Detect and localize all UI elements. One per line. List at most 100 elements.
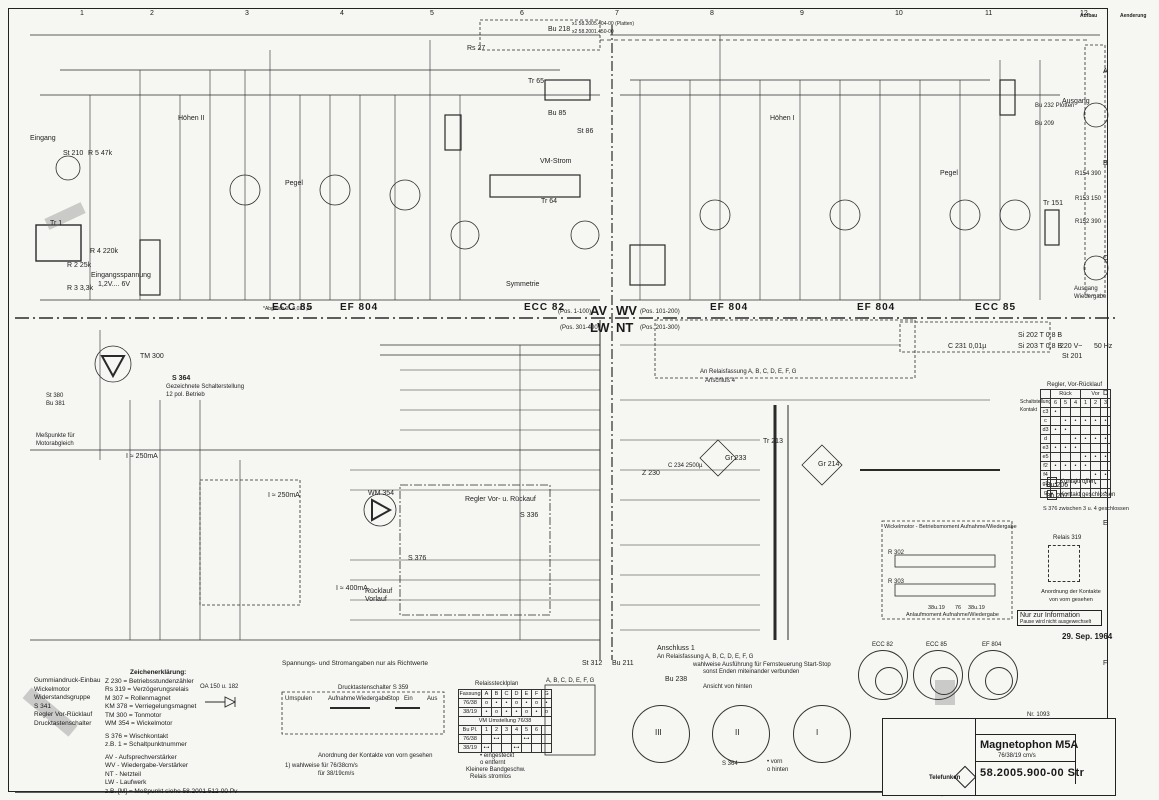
header-note: x1 58.2005.404-00 (Platten) [572, 21, 634, 27]
table-cell [1050, 416, 1061, 426]
grid-col: 6 [520, 10, 524, 17]
table-cell [1070, 452, 1081, 462]
pushbutton-key: Ein [404, 696, 413, 702]
winding-motor-label: WM 354 [368, 490, 395, 497]
table-cell: • [1080, 416, 1091, 426]
table-header: 5 [1060, 398, 1071, 408]
table-cell: •-• [521, 734, 532, 744]
plug-label: St 380 [46, 393, 64, 399]
current-label: I ≈ 250mA [268, 492, 300, 499]
tube-socket-ef804 [968, 650, 1018, 700]
section-lw: LW [590, 320, 610, 335]
table-header: G [541, 689, 552, 699]
level-label: Pegel [940, 170, 958, 177]
table-cell: • [1050, 407, 1061, 417]
component-legend-boxes: Gummiandruck-Einbau Wickelmotor Widersta… [34, 677, 100, 728]
table-header: 2 [491, 725, 502, 735]
table-header: 1 [481, 725, 492, 735]
table-cell: • [1060, 416, 1071, 426]
rectifier-label: Gr 214 [818, 461, 840, 468]
table-header: F [531, 689, 542, 699]
table-cell [1060, 407, 1071, 417]
document-title: Magnetophon M5A [980, 739, 1079, 751]
table-cell: • [1100, 470, 1111, 480]
table-row-label: Schaltstellung [1020, 399, 1052, 405]
table-cell: • [1080, 452, 1091, 462]
table-cell: • [1100, 416, 1111, 426]
table-cell [1090, 443, 1101, 453]
position-label: 38u.19 [928, 605, 945, 611]
grid-col: 10 [895, 10, 903, 17]
legend-abbreviation: WV - Wiedergabe-Verstärker [105, 762, 189, 769]
regulator-label: Regler Vor- u. Rückauf [465, 496, 536, 503]
table-cell: • [1070, 461, 1081, 471]
legend-text: Verzögerungsrelais [133, 686, 189, 693]
rectifier-label: Gr 233 [725, 455, 747, 462]
output-socket-label: Bu 232 Plotten [1035, 103, 1075, 109]
current-label: I ≈ 400mA [336, 585, 368, 592]
legend-box-item: Wickelmotor [34, 685, 70, 693]
input-voltage-value: 1,2V.... 6V [98, 281, 131, 288]
table-header: E [521, 689, 532, 699]
legend-text: Schaltpunktnummer [129, 741, 187, 748]
table-row-name: e5 [1040, 452, 1051, 462]
legend-code: M 307 [105, 694, 124, 702]
tube-socket-ecc85 [913, 650, 963, 700]
section-range: (Pos. 201-300) [640, 325, 680, 331]
table-cell [1070, 425, 1081, 435]
relay-note: Anordnung der Kontakte von vorn gesehen [1041, 589, 1101, 603]
table-cell: • [481, 707, 492, 717]
table-row-name: d [1040, 434, 1051, 444]
input-socket-label: St 210 [63, 150, 84, 157]
legend-abbreviation: LW - Laufwerk [105, 779, 147, 786]
symbol-legend: Zeichenerklärung: Z 230 = Betriebsstunde… [105, 669, 238, 795]
tube-label: EF 804 [857, 302, 896, 313]
tube-label: ECC 82 [524, 302, 566, 313]
current-label: I ≈ 250mA [126, 453, 158, 460]
table-header: 3 [501, 725, 512, 735]
grid-row: F [1103, 660, 1108, 667]
connection-note: Anschluß 4 [705, 378, 736, 384]
tube-label: EF 804 [340, 302, 379, 313]
legend-text: Betriebsstundenzähler [129, 677, 194, 685]
switch-label: S 336 [520, 512, 539, 519]
relay-pinout-title: A, B, C, D, E, F, G [546, 678, 595, 684]
legend-text: Tonmotor [134, 711, 162, 719]
position-label: 76 [955, 605, 962, 611]
table-header: 5 [521, 725, 532, 735]
section-nt: NT [616, 320, 634, 335]
measure-points-label: Meßpunkte für Motorabgleich [36, 433, 75, 447]
table-cell: • [1100, 434, 1111, 444]
socket-label: Bu 238 [665, 676, 688, 683]
header-note: x2 58.2001.450-00 [572, 29, 614, 35]
pushbutton-key: Aufnahme [328, 696, 356, 702]
transformer-label: Tr 1 [50, 220, 63, 227]
capacitor-label: C 231 0,01µ [948, 343, 987, 350]
wafer-view-title: Ansicht von hinten [703, 684, 753, 690]
table-header: 1 [1080, 398, 1091, 408]
title-cell [975, 734, 1075, 762]
information-stamp: Nur zur Information Pause wird nicht aus… [1017, 610, 1102, 626]
pushbutton-key: Umspulen [285, 696, 313, 702]
connection-label: Anschluss 1 [657, 645, 695, 652]
table-cell: • [1090, 416, 1101, 426]
legend-box-item: Gummiandruck-Einbau [34, 677, 101, 684]
table-cell: 76/38 [458, 734, 482, 744]
wafer-switch-name: S 364 [722, 761, 738, 767]
remote-note: sonst Enden miteinander verbunden [703, 669, 800, 675]
plug-label: St 312 [582, 660, 603, 667]
tube-socket-ecc82 [858, 650, 908, 700]
winding-motor-title: Wickelmotor - Betriebsmoment Aufnahme/Wi… [884, 524, 1017, 530]
grid-col: 11 [985, 10, 993, 17]
contact-closed-label: Kontakt geschlossen [1060, 492, 1116, 498]
output-playback-label: Ausgang Wiedergabe [1074, 286, 1107, 300]
table-row-name: d3 [1040, 425, 1051, 435]
pushbutton-key: Wiedergabe [356, 696, 389, 702]
table-header: 2 [1090, 398, 1101, 408]
legend-text: Rollenmagnet [130, 694, 171, 702]
table-cell: • [1080, 434, 1091, 444]
corner-label: Aufbau [1080, 13, 1098, 19]
counter-label: Z 230 [642, 470, 660, 477]
